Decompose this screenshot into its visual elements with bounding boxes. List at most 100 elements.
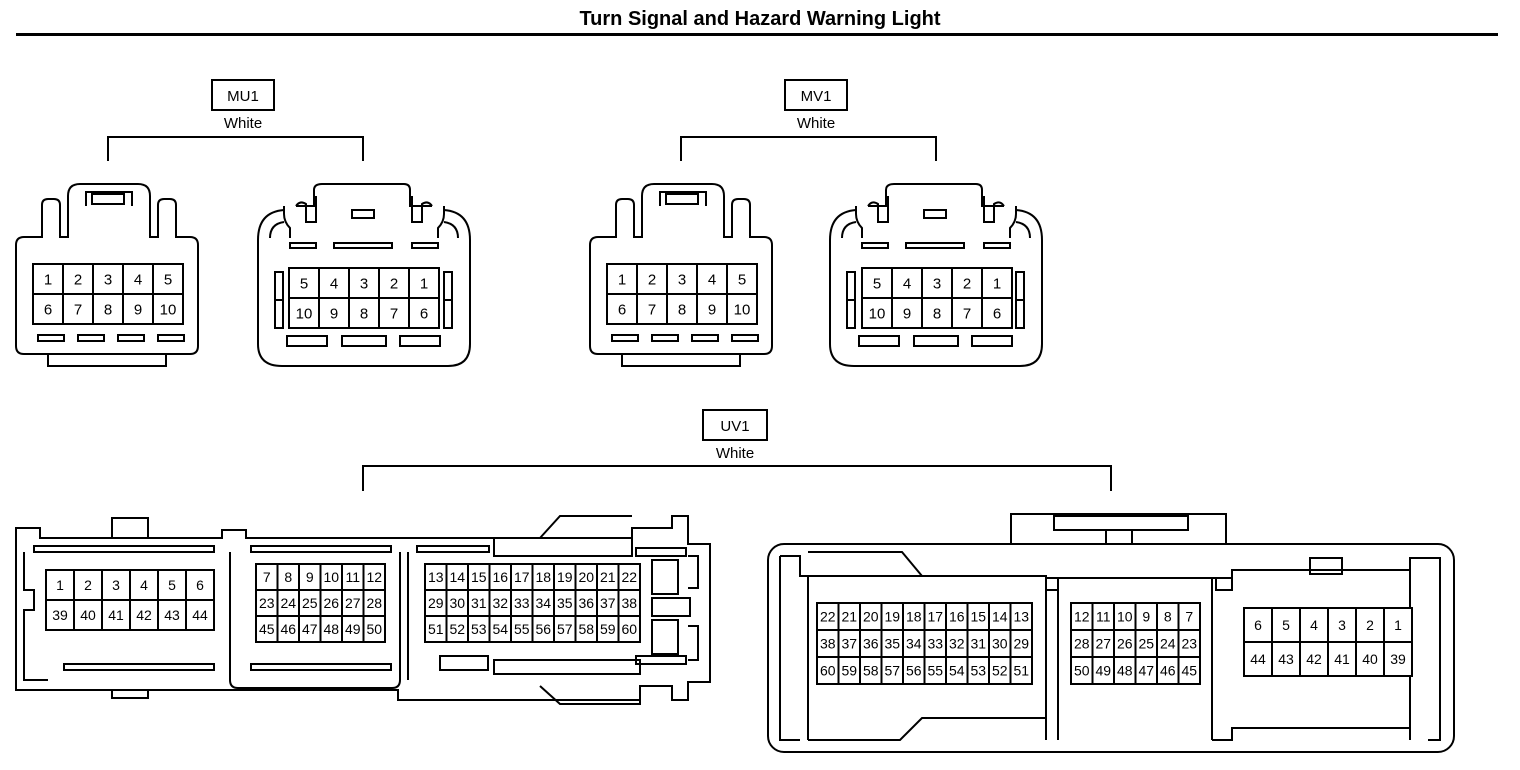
pin-number: 55 — [927, 663, 943, 679]
pin-cell — [73, 569, 103, 601]
pin-number: 4 — [140, 577, 148, 593]
pin-number: 39 — [1390, 651, 1406, 667]
pin-cell — [152, 263, 184, 295]
pin-number: 7 — [648, 301, 656, 318]
pin-number: 10 — [869, 305, 886, 322]
pin-number: 8 — [1164, 609, 1172, 625]
pin-number: 28 — [366, 595, 382, 611]
pin-number: 33 — [927, 636, 943, 652]
pin-number: 36 — [578, 595, 594, 611]
pin-number: 54 — [492, 621, 508, 637]
mu1-label-box — [211, 79, 275, 111]
mu1-connector-color: White — [224, 115, 262, 132]
pin-number: 12 — [366, 569, 382, 585]
pin-number: 50 — [1074, 663, 1090, 679]
pin-number: 53 — [471, 621, 487, 637]
uv1-bracket — [362, 465, 1112, 491]
pin-number: 2 — [1366, 617, 1374, 633]
pin-number: 3 — [112, 577, 120, 593]
uv1-female-connector — [15, 515, 711, 705]
pin-number: 5 — [300, 275, 308, 292]
pin-number: 18 — [906, 609, 922, 625]
pin-number: 2 — [74, 271, 82, 288]
pin-number: 8 — [104, 301, 112, 318]
pin-number: 4 — [330, 275, 338, 292]
pin-number: 14 — [449, 569, 465, 585]
pin-number: 52 — [992, 663, 1008, 679]
pin-number: 1 — [56, 577, 64, 593]
pin-cell — [951, 297, 983, 329]
pin-number: 49 — [345, 621, 361, 637]
pin-cell — [1271, 607, 1301, 643]
pin-number: 51 — [1013, 663, 1029, 679]
pin-number: 5 — [164, 271, 172, 288]
pin-cell — [636, 293, 668, 325]
pin-number: 16 — [492, 569, 508, 585]
uv1-connector-id: UV1 — [720, 418, 749, 435]
pin-number: 45 — [259, 621, 275, 637]
pin-number: 46 — [280, 621, 296, 637]
pin-number: 24 — [280, 595, 296, 611]
uv1-label-box — [702, 409, 768, 441]
pin-number: 35 — [557, 595, 573, 611]
mv1-female-connector — [589, 183, 773, 367]
pin-cell — [981, 297, 1013, 329]
pin-number: 3 — [104, 271, 112, 288]
pin-number: 29 — [1013, 636, 1029, 652]
pin-number: 9 — [134, 301, 142, 318]
pin-number: 51 — [428, 621, 444, 637]
pin-number: 9 — [708, 301, 716, 318]
pin-number: 10 — [323, 569, 339, 585]
pin-number: 54 — [949, 663, 965, 679]
pin-cell — [1299, 641, 1329, 677]
pin-number: 15 — [471, 569, 487, 585]
pin-number: 41 — [1334, 651, 1350, 667]
pin-number: 41 — [108, 607, 124, 623]
mv1-male-connector — [829, 183, 1043, 367]
pin-number: 22 — [820, 609, 836, 625]
pin-number: 13 — [428, 569, 444, 585]
pin-number: 56 — [535, 621, 551, 637]
pin-cell — [951, 267, 983, 299]
pin-number: 3 — [678, 271, 686, 288]
pin-cell — [62, 293, 94, 325]
pin-cell — [101, 599, 131, 631]
pin-number: 40 — [80, 607, 96, 623]
pin-number: 32 — [492, 595, 508, 611]
pin-number: 39 — [52, 607, 68, 623]
pin-number: 50 — [366, 621, 382, 637]
pin-number: 44 — [192, 607, 208, 623]
pin-number: 17 — [514, 569, 530, 585]
pin-number: 9 — [903, 305, 911, 322]
pin-cell — [73, 599, 103, 631]
pin-number: 32 — [949, 636, 965, 652]
pin-number: 52 — [449, 621, 465, 637]
pin-number: 5 — [738, 271, 746, 288]
mu1-male-connector — [257, 183, 471, 367]
pin-number: 11 — [345, 569, 360, 585]
pin-cell — [1177, 656, 1201, 685]
pin-number: 20 — [578, 569, 594, 585]
pin-number: 13 — [1013, 609, 1029, 625]
pin-cell — [1271, 641, 1301, 677]
pin-number: 4 — [903, 275, 911, 292]
pin-number: 57 — [557, 621, 573, 637]
pin-number: 30 — [992, 636, 1008, 652]
pin-cell — [378, 297, 410, 329]
title-rule — [16, 33, 1498, 36]
pin-number: 38 — [820, 636, 836, 652]
pin-number: 38 — [621, 595, 637, 611]
pin-number: 8 — [933, 305, 941, 322]
pin-number: 2 — [390, 275, 398, 292]
pin-number: 40 — [1362, 651, 1378, 667]
pin-number: 23 — [259, 595, 275, 611]
mv1-connector-id: MV1 — [801, 88, 832, 105]
pin-number: 30 — [449, 595, 465, 611]
pin-number: 56 — [906, 663, 922, 679]
pin-number: 19 — [884, 609, 900, 625]
mv1-label-box — [784, 79, 848, 111]
